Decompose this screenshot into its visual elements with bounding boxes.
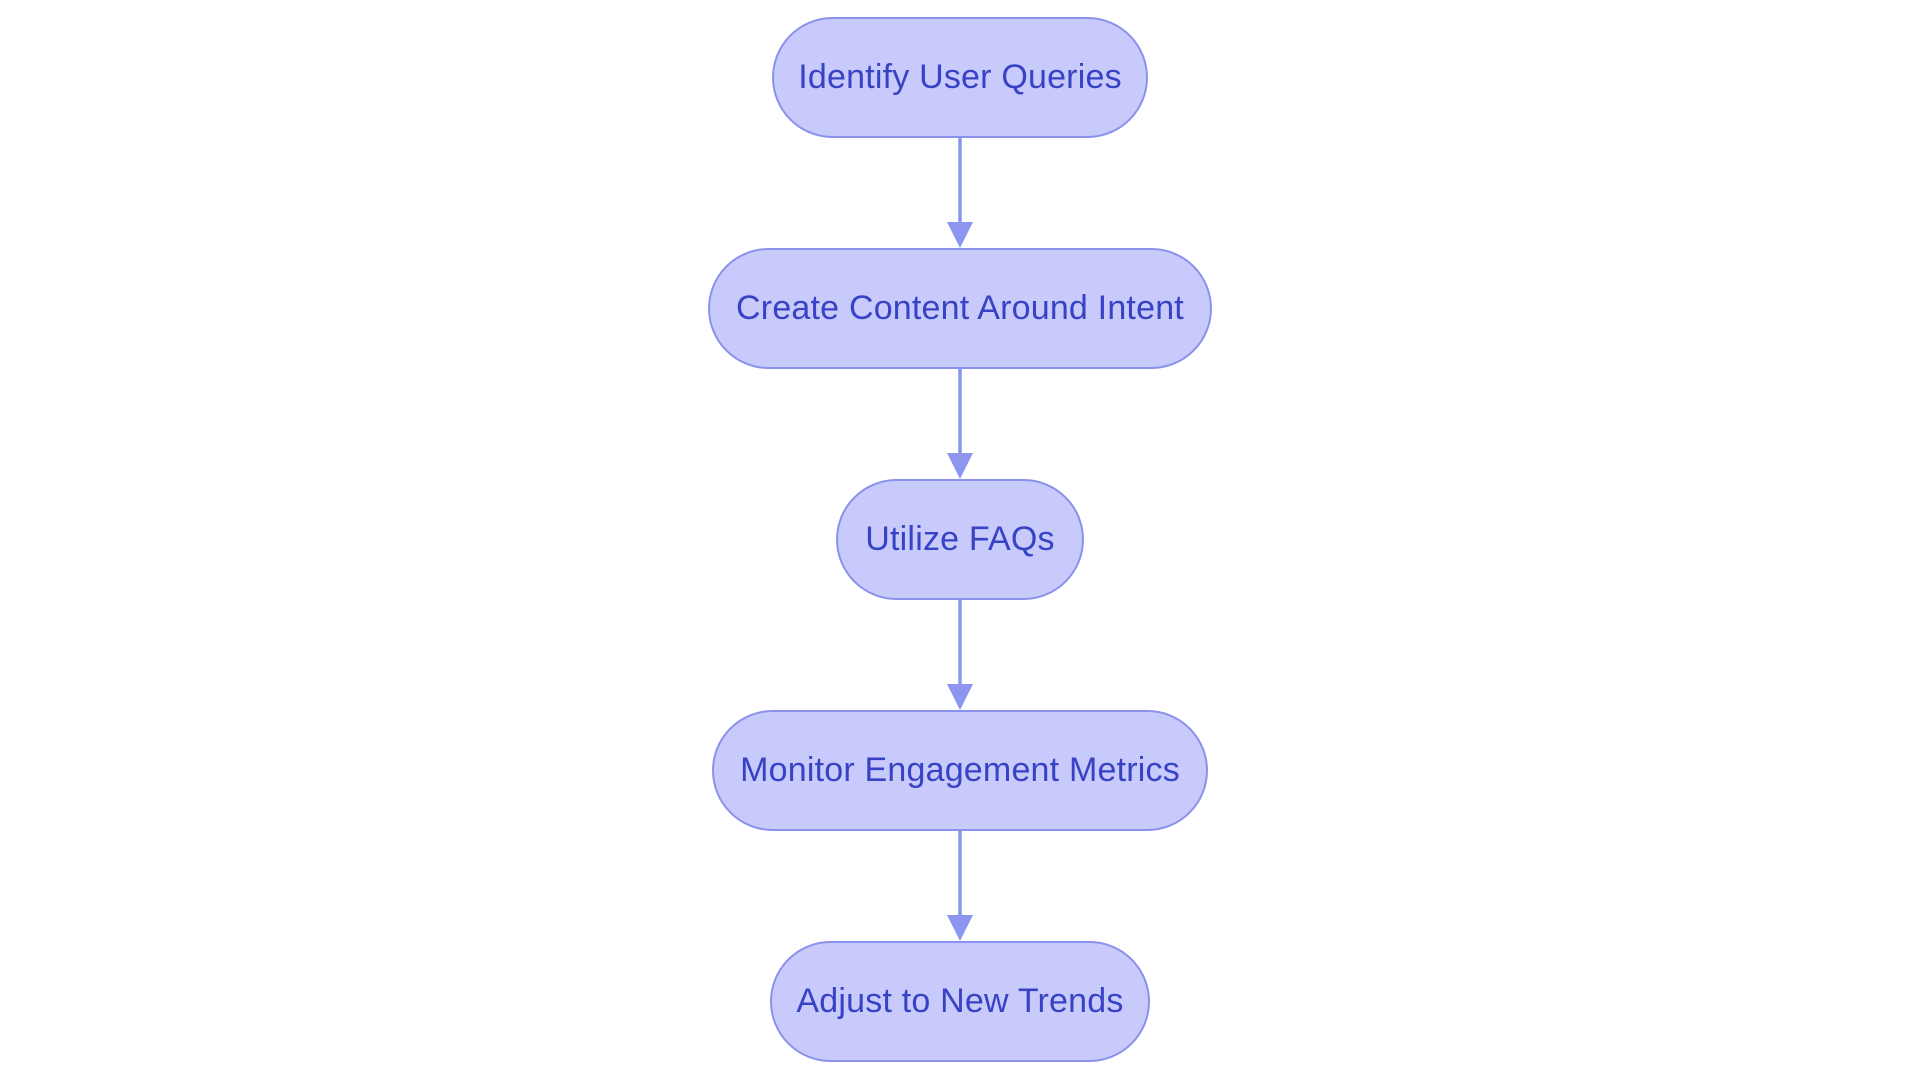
flow-node-identify-user-queries: Identify User Queries [772,17,1148,138]
connector-arrow-4 [940,831,980,941]
connector-arrow-2 [940,369,980,479]
node-label: Create Content Around Intent [736,289,1184,327]
node-label: Monitor Engagement Metrics [740,751,1180,789]
connector-arrow-3 [940,600,980,710]
flow-node-create-content-around-intent: Create Content Around Intent [708,248,1212,369]
node-label: Utilize FAQs [865,520,1055,558]
arrow-down-icon [947,831,973,941]
flow-node-adjust-to-new-trends: Adjust to New Trends [770,941,1150,1062]
arrow-down-icon [947,600,973,710]
node-label: Identify User Queries [798,58,1122,96]
arrow-down-icon [947,138,973,248]
arrow-down-icon [947,369,973,479]
flow-node-utilize-faqs: Utilize FAQs [836,479,1084,600]
flow-node-monitor-engagement-metrics: Monitor Engagement Metrics [712,710,1208,831]
node-label: Adjust to New Trends [796,982,1124,1020]
connector-arrow-1 [940,138,980,248]
